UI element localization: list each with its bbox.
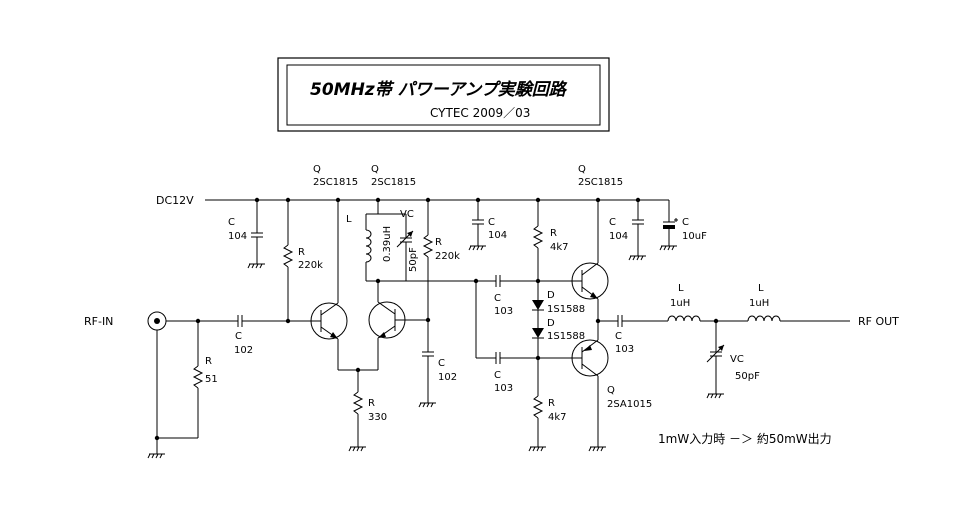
capacitor-c7: C 103 bbox=[494, 352, 578, 394]
c-out-value: 103 bbox=[615, 344, 634, 355]
drive-wiring bbox=[406, 278, 496, 359]
c4-value: 10uF bbox=[682, 231, 707, 242]
r-in-value: 51 bbox=[205, 374, 218, 385]
capacitor-c-in: C 102 bbox=[234, 315, 300, 356]
q1-ref: Q bbox=[313, 164, 321, 175]
vc2-value: 50pF bbox=[735, 371, 760, 382]
resistor-r3: R 4k7 bbox=[532, 200, 569, 281]
d1-value: 1S1588 bbox=[547, 304, 585, 315]
resistor-r2: R 220k bbox=[422, 200, 460, 352]
inductor-l3: L 1uH bbox=[747, 283, 850, 322]
capacitor-c1: C 104 bbox=[228, 200, 263, 264]
variable-capacitor-vc1: VC 50pF bbox=[390, 209, 419, 281]
r2-ref: R bbox=[435, 237, 442, 248]
c6-ref: C bbox=[494, 293, 501, 304]
c-in-value: 102 bbox=[234, 345, 253, 356]
rf-input-connector bbox=[147, 311, 238, 438]
ground-symbol bbox=[659, 245, 677, 251]
c3-value: 104 bbox=[609, 231, 628, 242]
c5-value: 102 bbox=[438, 372, 457, 383]
l2-value: 1uH bbox=[670, 298, 690, 309]
ground-symbol bbox=[706, 393, 724, 399]
r-e-value: 330 bbox=[368, 412, 387, 423]
resistor-r4: R 4k7 bbox=[532, 358, 567, 447]
c3-ref: C bbox=[609, 217, 616, 228]
q1-value: 2SC1815 bbox=[313, 177, 358, 188]
d2-ref: D bbox=[547, 318, 555, 329]
title-text: 50MHz帯 パワーアンプ実験回路 bbox=[310, 80, 568, 100]
transistor-q2: Q 2SC1815 bbox=[368, 164, 428, 370]
r3-value: 4k7 bbox=[550, 242, 569, 253]
c2-value: 104 bbox=[488, 230, 507, 241]
emitter-resistor: R 330 bbox=[338, 367, 387, 447]
q2-value: 2SC1815 bbox=[371, 177, 416, 188]
ground-symbol bbox=[247, 263, 265, 269]
supply-rail: DC12V bbox=[156, 194, 669, 207]
ground-symbol bbox=[348, 446, 366, 452]
q3-value: 2SC1815 bbox=[578, 177, 623, 188]
r4-value: 4k7 bbox=[548, 412, 567, 423]
d2-value: 1S1588 bbox=[547, 331, 585, 342]
capacitor-c5: C 102 bbox=[422, 351, 457, 403]
q4-value: 2SA1015 bbox=[607, 399, 652, 410]
diode-d1: D 1S1588 bbox=[532, 281, 585, 328]
c7-value: 103 bbox=[494, 383, 513, 394]
l3-ref: L bbox=[758, 283, 764, 294]
r1-value: 220k bbox=[298, 260, 323, 271]
ground-symbol bbox=[528, 446, 546, 452]
ground-symbol bbox=[588, 446, 606, 452]
ground-symbol bbox=[147, 453, 165, 459]
c1-value: 104 bbox=[228, 231, 247, 242]
resistor-r1: R 220k bbox=[282, 200, 323, 321]
q4-ref: Q bbox=[607, 385, 615, 396]
q3-ref: Q bbox=[578, 164, 586, 175]
l3-value: 1uH bbox=[749, 298, 769, 309]
transistor-q4: Q 2SA1015 bbox=[571, 339, 652, 447]
r-e-ref: R bbox=[368, 398, 375, 409]
c4-ref: C bbox=[682, 217, 689, 228]
title-box: 50MHz帯 パワーアンプ実験回路 CYTEC 2009／03 bbox=[277, 57, 610, 132]
l1-ref: L bbox=[346, 214, 352, 225]
r1-ref: R bbox=[298, 247, 305, 258]
rf-out-label: RF OUT bbox=[858, 315, 899, 328]
electrolytic-capacitor-c4: C 10uF bbox=[663, 200, 707, 246]
c1-ref: C bbox=[228, 217, 235, 228]
variable-capacitor-vc2: VC 50pF bbox=[706, 321, 760, 394]
r4-ref: R bbox=[548, 398, 555, 409]
capacitor-c2: C 104 bbox=[472, 200, 507, 246]
resistor-r-in: R 51 bbox=[154, 321, 218, 454]
c6-value: 103 bbox=[494, 306, 513, 317]
c-in-ref: C bbox=[235, 331, 242, 342]
dc-supply-label: DC12V bbox=[156, 194, 194, 207]
d1-ref: D bbox=[547, 290, 555, 301]
c2-ref: C bbox=[488, 217, 495, 228]
ground-symbol bbox=[628, 255, 646, 261]
l1-value: 0.39uH bbox=[382, 226, 393, 262]
inductor-l1: L 0.39uH bbox=[346, 200, 406, 284]
capacitor-c3: C 104 bbox=[609, 200, 644, 256]
transistor-q1: Q 2SC1815 bbox=[300, 164, 358, 370]
r2-value: 220k bbox=[435, 251, 460, 262]
subtitle-text: CYTEC 2009／03 bbox=[430, 106, 530, 120]
c5-ref: C bbox=[438, 358, 445, 369]
capacitor-c-out: C 103 bbox=[615, 315, 668, 355]
vc2-ref: VC bbox=[730, 354, 744, 365]
vc1-ref: VC bbox=[400, 209, 414, 220]
c7-ref: C bbox=[494, 370, 501, 381]
r-in-ref: R bbox=[205, 356, 212, 367]
performance-note: 1mW入力時 －＞ 約50mW出力 bbox=[658, 431, 832, 446]
diode-d2: D 1S1588 bbox=[532, 318, 585, 358]
ground-symbol bbox=[468, 245, 486, 251]
c-out-ref: C bbox=[615, 331, 622, 342]
q2-ref: Q bbox=[371, 164, 379, 175]
vc1-value: 50pF bbox=[408, 247, 419, 272]
l2-ref: L bbox=[678, 283, 684, 294]
output-wiring bbox=[595, 318, 618, 324]
ground-symbol bbox=[418, 402, 436, 408]
rf-in-label: RF-IN bbox=[84, 315, 113, 328]
inductor-l2: L 1uH bbox=[667, 283, 748, 324]
r3-ref: R bbox=[550, 228, 557, 239]
